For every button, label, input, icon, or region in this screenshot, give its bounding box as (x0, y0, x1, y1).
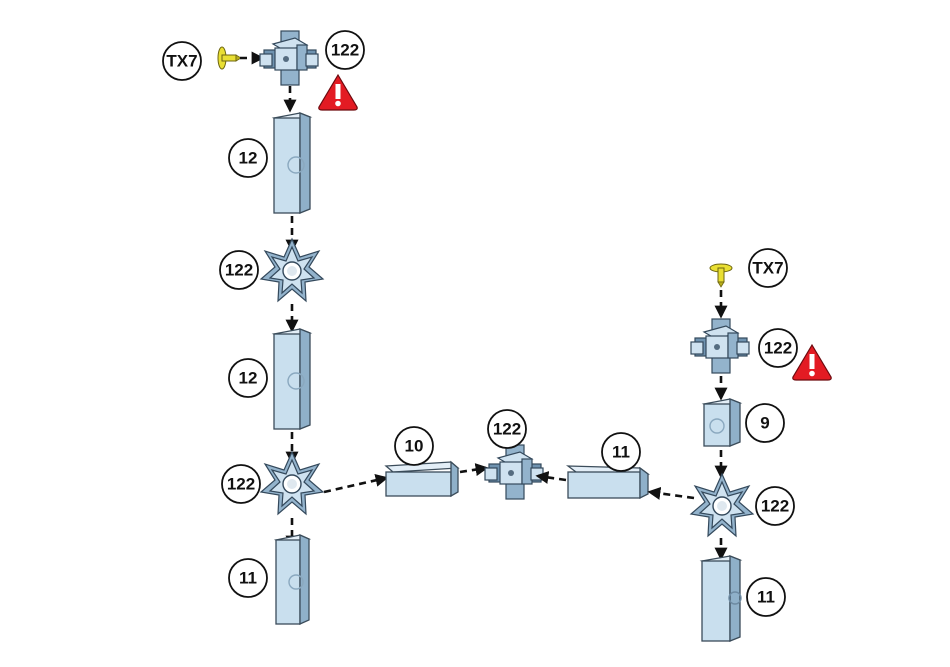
label-12-upper: 12 (239, 149, 258, 168)
tube-11-center-icon (568, 466, 648, 498)
label-tx7-top-left: TX7 (166, 52, 197, 71)
screw-tx7-icon (218, 47, 241, 69)
label-11-right: 11 (757, 588, 775, 607)
connector-122-top-icon (260, 31, 318, 85)
connector-122-right-star-icon (691, 474, 753, 536)
arrow-tube-10-to-center-connector (460, 468, 486, 472)
tube-12-lower-icon (274, 329, 310, 429)
connector-122-center-icon (485, 445, 543, 499)
arrow-right-star-to-tube-11-center (650, 492, 694, 498)
tube-12-upper-icon (274, 113, 310, 213)
label-122-right-top: 122 (764, 339, 792, 358)
tube-11-left-icon (276, 535, 309, 624)
label-122-center: 122 (493, 420, 521, 439)
label-9: 9 (760, 414, 769, 433)
connector-122-bottom-left-icon (261, 452, 323, 514)
label-11-left: 11 (239, 569, 257, 588)
tube-11-right-icon (702, 556, 741, 641)
label-10: 10 (405, 437, 424, 456)
tube-10-icon (386, 462, 458, 496)
label-122-top: 122 (331, 41, 359, 60)
label-11-center: 11 (612, 443, 630, 462)
connector-122-mid-icon (261, 239, 323, 301)
screw-tx7-right-icon (710, 264, 732, 287)
label-122-mid: 122 (225, 261, 253, 280)
label-122-bottom-left: 122 (227, 475, 255, 494)
label-12-lower: 12 (239, 369, 258, 388)
warning-icon-top (319, 75, 357, 110)
label-122-right-star: 122 (761, 497, 789, 516)
connector-122-right-top-icon (691, 319, 749, 373)
tube-9-icon (704, 399, 740, 446)
arrow-star-to-tube-10 (324, 478, 386, 492)
label-tx7-right: TX7 (752, 259, 783, 278)
warning-icon-right (793, 345, 831, 380)
